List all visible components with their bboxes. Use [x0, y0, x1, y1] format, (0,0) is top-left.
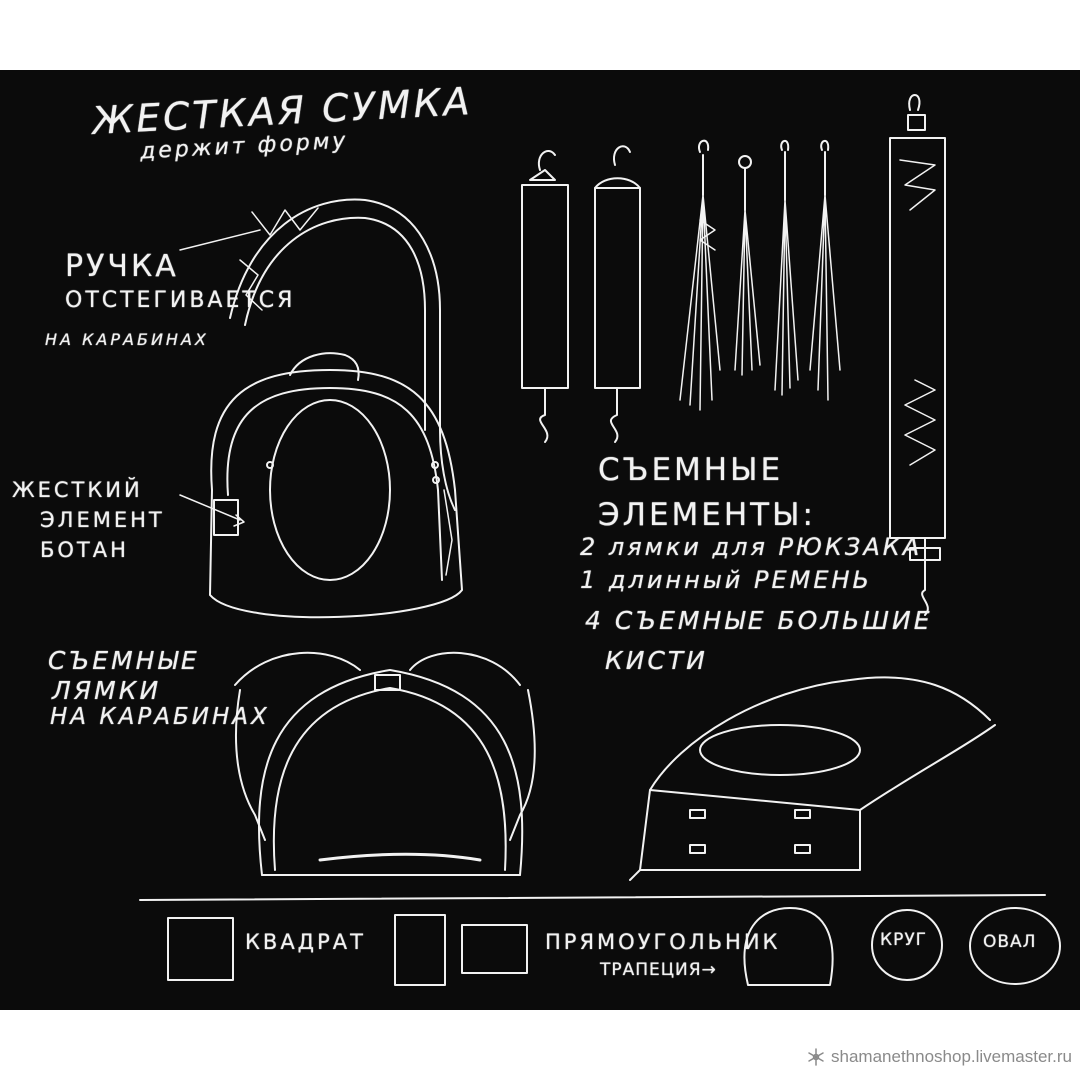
circle-shape	[871, 909, 943, 981]
sketch-drawing	[139, 94, 1061, 986]
rigid-note-line1: ЖЕСТКИЙ	[12, 478, 143, 502]
trapezoid-shape	[743, 907, 834, 986]
rigid-bag-sketch	[179, 198, 463, 619]
removable-heading-line1: СЪЕМНЫЕ	[598, 452, 784, 488]
rectangle-tall-shape	[394, 914, 446, 986]
tassel-2-sketch	[734, 155, 761, 376]
oval-label: ОВАЛ	[983, 932, 1037, 952]
backpack-sketch	[234, 651, 536, 876]
long-strap-sketch	[889, 94, 946, 616]
rectangle-label: ПРЯМОУГОЛЬНИК	[545, 930, 781, 954]
square-shape	[167, 917, 234, 981]
removable-item-3-continued: КИСТИ	[605, 646, 708, 675]
handle-note-line3: НА КАРАБИНАХ	[45, 330, 209, 349]
rigid-note-line3: БОТАН	[40, 538, 129, 562]
watermark: shamanethnoshop.livemaster.ru	[807, 1047, 1072, 1067]
square-label: КВАДРАТ	[245, 930, 366, 954]
chalkboard-sketch: ЖЕСТКАЯ СУМКА держит форму РУЧКА ОТСТЕГИ…	[0, 70, 1080, 1010]
trapezoid-label: ТРАПЕЦИЯ→	[600, 960, 717, 980]
straps-note-line1: СЪЕМНЫЕ	[48, 646, 200, 675]
straps-note-line2: ЛЯМКИ	[52, 676, 162, 705]
straps-note-line3: НА КАРАБИНАХ	[50, 704, 270, 730]
rigid-note-line2: ЭЛЕМЕНТ	[40, 508, 165, 532]
handle-note-line1: РУЧКА	[65, 249, 179, 284]
rectangle-wide-shape	[461, 924, 528, 974]
watermark-text: shamanethnoshop.livemaster.ru	[831, 1047, 1072, 1066]
snowflake-icon	[808, 1048, 824, 1066]
crossbody-bag-sketch	[629, 676, 996, 881]
tassel-1-sketch	[679, 139, 721, 411]
handle-note-line2: ОТСТЕГИВАЕТСЯ	[65, 288, 296, 313]
removable-item-3: 4 СЪЕМНЫЕ БОЛЬШИЕ	[585, 606, 933, 635]
strap-short-2-sketch	[594, 145, 641, 443]
oval-shape	[969, 907, 1061, 985]
removable-heading-line2: ЭЛЕМЕНТЫ:	[598, 497, 816, 533]
removable-item-1: 2 лямки для РЮКЗАКА	[580, 533, 923, 561]
tassel-4-sketch	[809, 140, 841, 401]
shape-row-divider	[139, 894, 1046, 901]
strap-short-1-sketch	[521, 150, 569, 443]
circle-label: КРУГ	[880, 930, 928, 950]
tassel-3-sketch	[774, 140, 799, 396]
removable-item-2: 1 длинный РЕМЕНЬ	[580, 566, 873, 594]
